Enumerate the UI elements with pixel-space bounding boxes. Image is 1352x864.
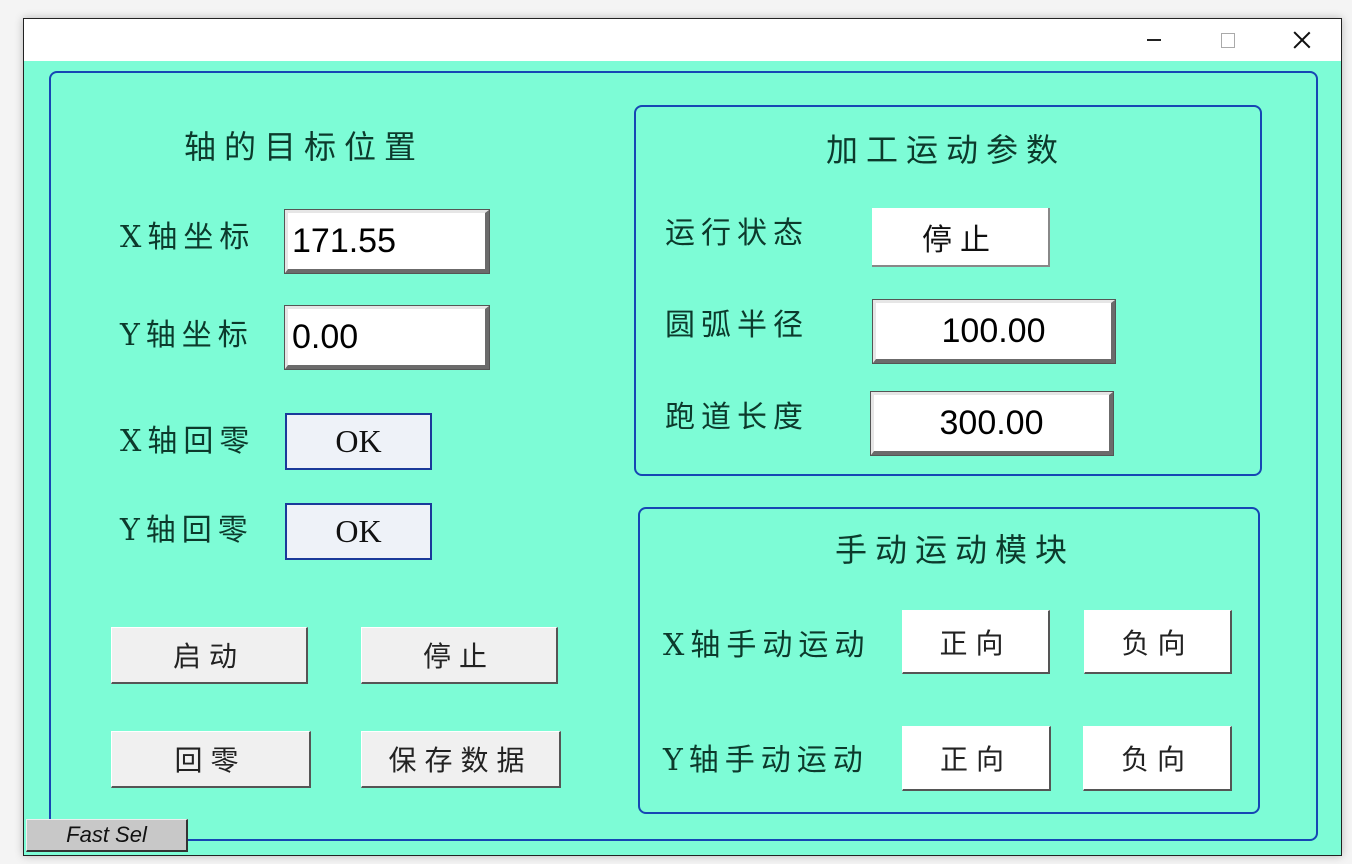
x-home-status[interactable]: OK (285, 413, 432, 470)
close-icon (1293, 31, 1311, 49)
x-forward-button[interactable]: 正向 (902, 610, 1050, 674)
run-state-value: 停止 (872, 208, 1050, 267)
minimize-button[interactable] (1124, 19, 1184, 61)
y-forward-button[interactable]: 正向 (902, 726, 1051, 791)
process-params-title: 加工运动参数 (826, 131, 1067, 169)
y-coord-field[interactable]: 0.00 (285, 306, 489, 369)
x-reverse-button[interactable]: 负向 (1084, 610, 1232, 674)
save-data-button[interactable]: 保存数据 (361, 731, 561, 788)
main-frame (49, 71, 1318, 841)
track-length-label: 跑道长度 (665, 400, 809, 435)
manual-motion-title: 手动运动模块 (835, 531, 1076, 569)
manual-motion-group (638, 507, 1260, 814)
x-coord-label: X轴坐标 (120, 220, 256, 255)
close-button[interactable] (1272, 19, 1332, 61)
target-position-title: 轴的目标位置 (184, 128, 425, 166)
stop-button[interactable]: 停止 (361, 627, 558, 684)
maximize-button[interactable] (1198, 19, 1258, 61)
home-button[interactable]: 回零 (111, 731, 311, 788)
x-coord-field[interactable]: 171.55 (285, 210, 489, 273)
y-coord-label: Y轴坐标 (120, 318, 254, 353)
arc-radius-field[interactable]: 100.00 (873, 300, 1115, 363)
minimize-icon (1147, 39, 1161, 41)
y-home-label: Y轴回零 (120, 513, 254, 548)
hmi-window: 轴的目标位置 X轴坐标 171.55 Y轴坐标 0.00 X轴回零 OK Y轴回… (23, 18, 1342, 856)
y-manual-label: Y轴手动运动 (663, 743, 869, 778)
x-manual-label: X轴手动运动 (663, 628, 871, 663)
start-button[interactable]: 启动 (111, 627, 308, 684)
process-params-group (634, 105, 1262, 476)
fast-select-button[interactable]: Fast Sel (26, 819, 188, 852)
x-home-label: X轴回零 (120, 424, 256, 459)
arc-radius-label: 圆弧半径 (665, 308, 809, 343)
run-state-label: 运行状态 (665, 216, 809, 251)
title-bar (24, 19, 1341, 61)
track-length-field[interactable]: 300.00 (871, 392, 1113, 455)
y-reverse-button[interactable]: 负向 (1083, 726, 1232, 791)
maximize-icon (1221, 32, 1235, 48)
y-home-status[interactable]: OK (285, 503, 432, 560)
